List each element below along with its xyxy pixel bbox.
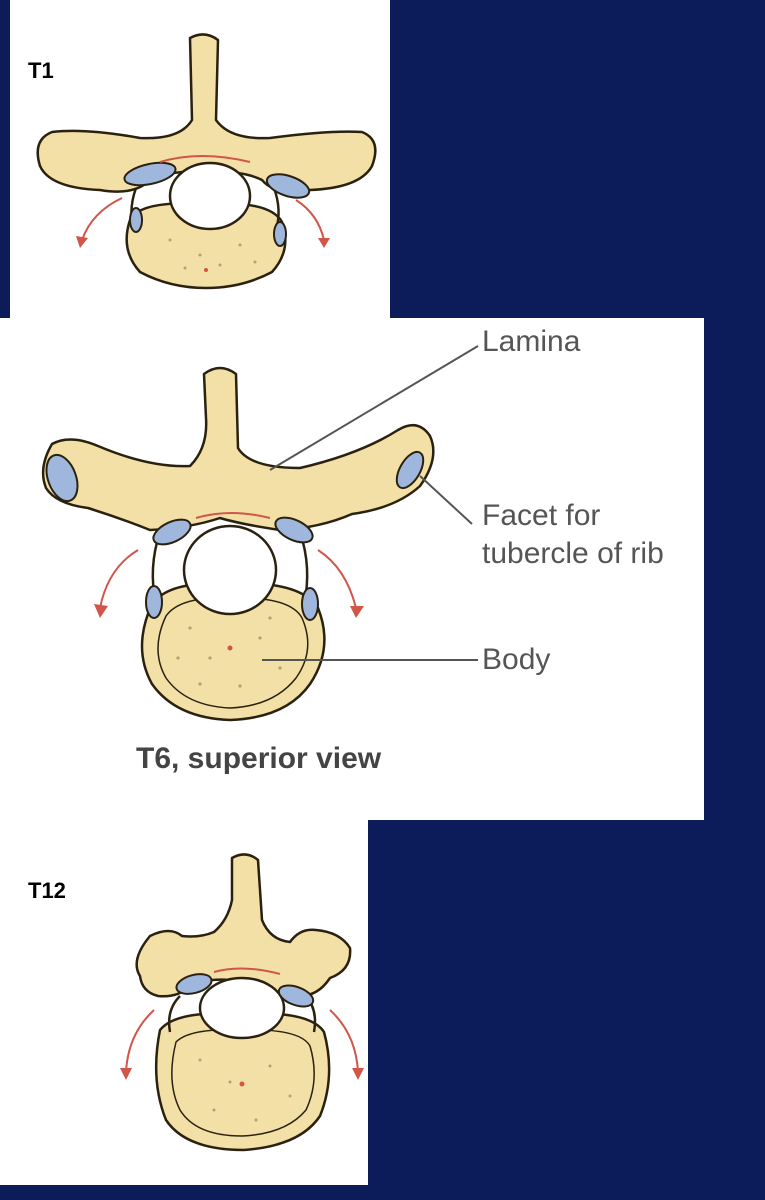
t12-facet-left — [175, 973, 213, 995]
facet-label-line2: tubercle of rib — [482, 537, 664, 570]
t1-facet-right — [265, 173, 311, 199]
t12-spinous-and-transverse-processes — [135, 853, 352, 998]
t1-label: T1 — [28, 58, 54, 83]
facet-label-line1: Facet for — [482, 499, 601, 532]
t6-facet-tubercle-right — [395, 450, 425, 490]
t6-panel: Lamina Facet for tubercle of rib Body T6… — [0, 318, 704, 820]
lamina-leader-line — [269, 345, 479, 471]
t1-facet-left — [123, 161, 177, 187]
t12-facet-right — [277, 984, 315, 1008]
t6-facet-tubercle-left — [45, 453, 79, 503]
t6-vertebra-illustration — [41, 345, 479, 722]
t12-vertebra-illustration — [120, 853, 364, 1152]
t6-caption: T6, superior view — [136, 742, 382, 775]
t1-panel: T1 — [10, 0, 390, 318]
body-label: Body — [482, 643, 551, 676]
t1-vertebra-illustration — [36, 33, 377, 290]
t12-panel: T12 — [0, 820, 368, 1185]
t12-label: T12 — [28, 878, 66, 903]
t6-spinous-and-transverse-processes — [41, 366, 435, 532]
facet-leader-line — [419, 475, 473, 525]
lamina-label: Lamina — [482, 325, 581, 358]
